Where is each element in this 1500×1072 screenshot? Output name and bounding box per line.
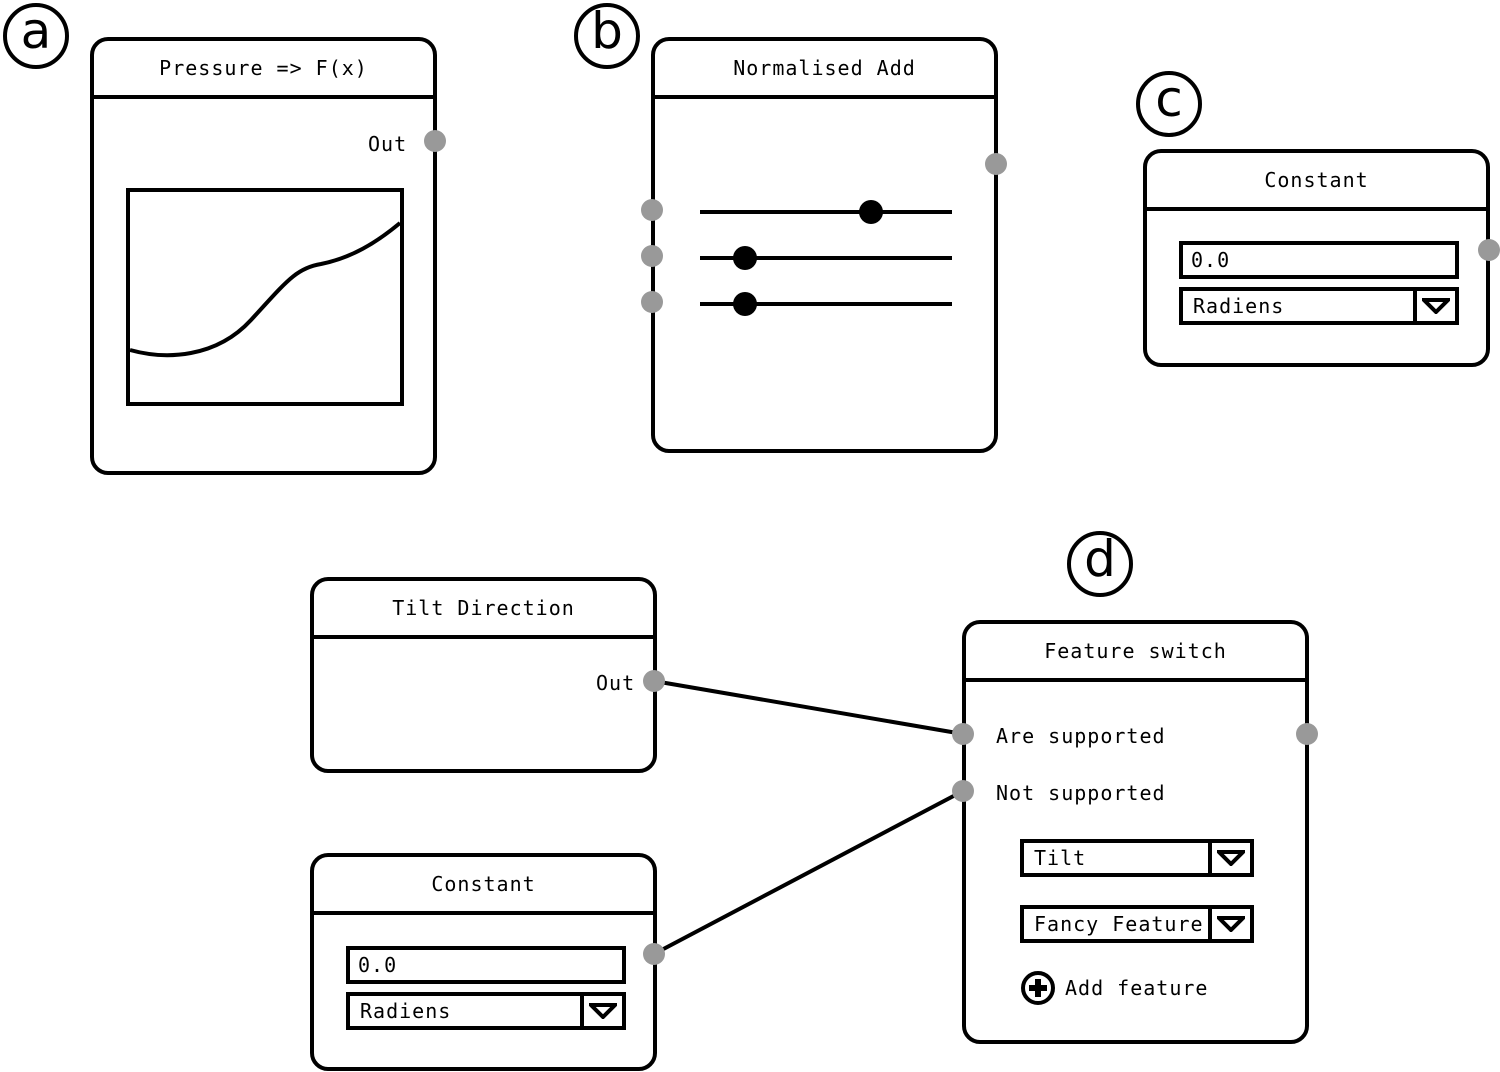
add-feature-button[interactable]: Add feature	[1021, 971, 1208, 1005]
slider-1-knob[interactable]	[859, 200, 884, 224]
normalised-add-input-port-1[interactable]	[641, 199, 663, 221]
constant-c-output-port[interactable]	[1478, 239, 1500, 261]
node-title: Normalised Add	[655, 41, 994, 99]
feature-select-2[interactable]: Fancy Feature	[1020, 905, 1254, 943]
add-feature-label: Add feature	[1065, 976, 1209, 1000]
not-supported-input-port[interactable]	[952, 780, 974, 802]
unit-select-value: Radiens	[360, 999, 452, 1023]
out-port-label: Out	[368, 132, 408, 156]
are-supported-input-port[interactable]	[952, 723, 974, 745]
normalised-add-node[interactable]: Normalised Add	[651, 37, 998, 453]
wire-tilt-out-to-are-supported[interactable]	[653, 679, 964, 736]
tilt-direction-node[interactable]: Tilt Direction Out	[310, 577, 657, 773]
pressure-out-port[interactable]	[424, 130, 446, 152]
plus-icon	[1021, 971, 1055, 1005]
constant-node-bottom[interactable]: Constant 0.0 Radiens	[310, 853, 657, 1071]
slider-2-knob[interactable]	[733, 246, 758, 270]
curve-editor[interactable]	[126, 188, 406, 408]
section-badge-c: c	[1136, 71, 1202, 137]
node-title: Tilt Direction	[314, 581, 653, 639]
normalised-add-input-port-2[interactable]	[641, 245, 663, 267]
constant-value-field[interactable]: 0.0	[346, 946, 626, 984]
constant-node-c[interactable]: Constant 0.0 Radiens	[1143, 149, 1490, 367]
are-supported-label: Are supported	[996, 724, 1166, 748]
feature-switch-node[interactable]: Feature switch Are supported Not support…	[962, 620, 1309, 1044]
slider-1-track[interactable]	[700, 210, 952, 214]
pressure-curve[interactable]	[129, 221, 402, 358]
node-title: Pressure => F(x)	[94, 41, 433, 99]
node-title: Feature switch	[966, 624, 1305, 682]
slider-3-knob[interactable]	[733, 292, 758, 316]
feature-switch-output-port[interactable]	[1296, 723, 1318, 745]
chevron-down-icon[interactable]	[1208, 909, 1250, 939]
section-badge-a: a	[3, 3, 69, 69]
unit-select-value: Radiens	[1193, 294, 1285, 318]
normalised-add-output-port[interactable]	[985, 153, 1007, 175]
slider-2-track[interactable]	[700, 256, 952, 260]
out-port-label: Out	[596, 671, 636, 695]
wire-constant-to-not-supported[interactable]	[653, 789, 964, 956]
tilt-out-port[interactable]	[643, 670, 665, 692]
unit-select[interactable]: Radiens	[1179, 287, 1459, 325]
chevron-down-icon[interactable]	[1208, 843, 1250, 873]
not-supported-label: Not supported	[996, 781, 1166, 805]
curve-editor-frame	[126, 188, 404, 406]
constant-bottom-output-port[interactable]	[643, 943, 665, 965]
unit-select[interactable]: Radiens	[346, 992, 626, 1030]
feature-select-1[interactable]: Tilt	[1020, 839, 1254, 877]
node-title: Constant	[314, 857, 653, 915]
normalised-add-input-port-3[interactable]	[641, 291, 663, 313]
feature-select-value: Fancy Feature	[1034, 912, 1204, 936]
section-badge-d: d	[1067, 531, 1133, 597]
constant-value-field[interactable]: 0.0	[1179, 241, 1459, 279]
chevron-down-icon[interactable]	[580, 996, 622, 1026]
slider-3-track[interactable]	[700, 302, 952, 306]
chevron-down-icon[interactable]	[1413, 291, 1455, 321]
section-badge-b: b	[574, 3, 640, 69]
node-title: Constant	[1147, 153, 1486, 211]
pressure-curve-node[interactable]: Pressure => F(x) Out	[90, 37, 437, 475]
feature-select-value: Tilt	[1034, 846, 1087, 870]
